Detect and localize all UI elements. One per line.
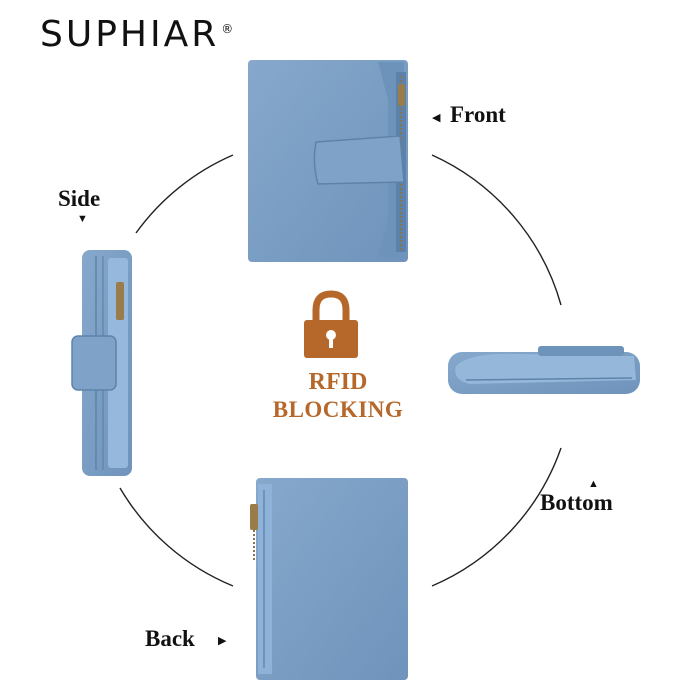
rfid-line2: BLOCKING (272, 397, 404, 422)
arc-top-left (135, 154, 234, 234)
label-back: Back (145, 626, 195, 651)
side-arrow-icon: ▼ (77, 213, 88, 225)
label-front: Front (450, 102, 506, 127)
arc-bottom-right (431, 447, 562, 587)
label-bottom: Bottom (540, 490, 613, 515)
registered-mark: ® (221, 22, 234, 36)
bottom-arrow-icon: ▲ (588, 478, 599, 490)
arc-top-right (431, 154, 562, 306)
label-side: Side (58, 186, 101, 211)
front-arrow-icon: ◀ (432, 112, 441, 124)
arc-bottom-left (119, 487, 234, 587)
rfid-badge: RFID BLOCKING (258, 368, 418, 424)
brand-name: SUPHIAR (40, 14, 220, 55)
padlock-icon (304, 290, 358, 358)
back-arrow-icon: ▶ (218, 635, 227, 647)
brand-logo: SUPHIAR® (40, 14, 233, 55)
rfid-line1: RFID (308, 369, 368, 395)
